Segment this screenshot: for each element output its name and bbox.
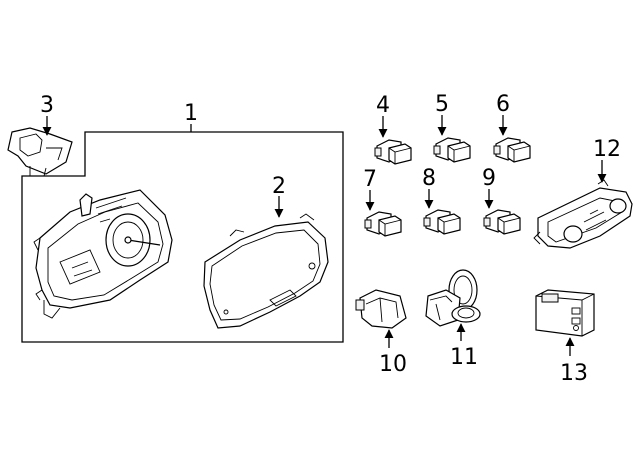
part-7-switch [364, 211, 402, 237]
callout-7: 7 [363, 167, 377, 192]
callout-11: 11 [450, 345, 478, 370]
part-11-knob [425, 269, 481, 327]
part-9-switch [483, 209, 521, 235]
leader-lines [42, 115, 607, 356]
callout-13: 13 [560, 361, 588, 386]
part-8-switch [423, 209, 461, 235]
part-3-bracket [7, 127, 73, 177]
callout-4: 4 [376, 93, 390, 118]
part-5-switch [433, 137, 471, 163]
part-1-cluster-assembly [21, 124, 344, 343]
callout-9: 9 [482, 166, 496, 191]
callout-6: 6 [496, 92, 510, 117]
part-12-control-panel [533, 179, 633, 249]
callout-8: 8 [422, 166, 436, 191]
callout-3: 3 [40, 93, 54, 118]
callout-12: 12 [593, 137, 621, 162]
part-10-switch [355, 289, 407, 329]
part-4-switch [374, 139, 412, 165]
callout-5: 5 [435, 92, 449, 117]
callout-1: 1 [184, 101, 198, 126]
callout-2: 2 [272, 174, 286, 199]
meter-lens-illustration [203, 213, 329, 329]
part-6-switch [493, 137, 531, 163]
callout-labels: 1 2 3 4 5 6 7 8 9 10 11 12 13 [40, 92, 621, 386]
part-13-switch-module [535, 289, 595, 337]
combination-meter-illustration [33, 189, 173, 319]
callout-10: 10 [379, 352, 407, 377]
